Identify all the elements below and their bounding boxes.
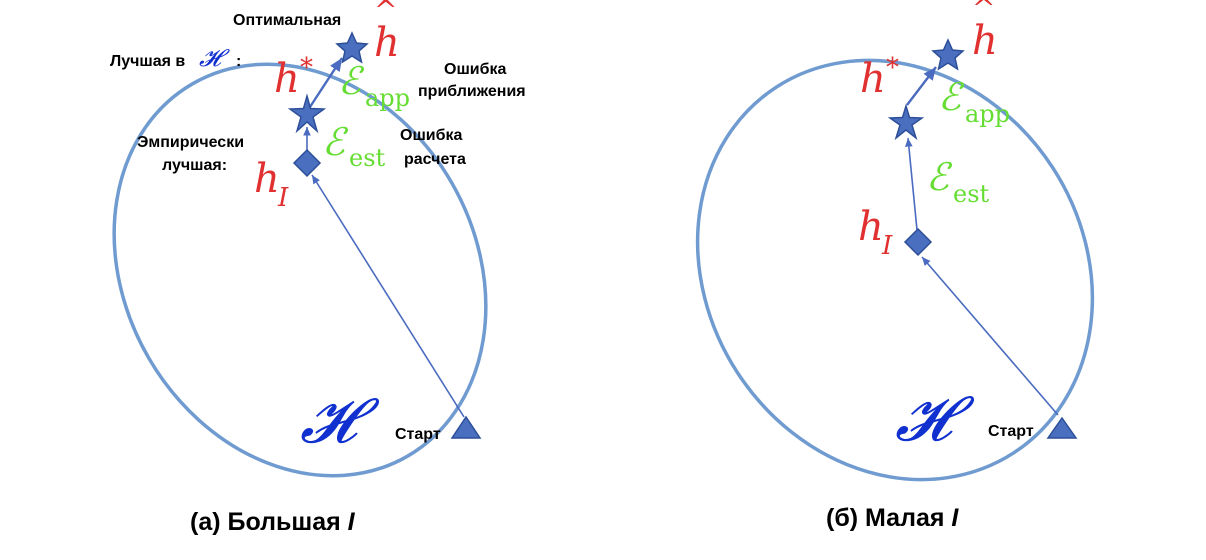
hypothesis-space-ellipse-a bbox=[112, 62, 488, 478]
empirical-label-2-a: лучшая: bbox=[162, 157, 227, 174]
best-in-h-symbol-a: 𝓗 bbox=[199, 44, 230, 72]
h-hat-a: h bbox=[374, 20, 400, 66]
h-hat-caret-b: ^ bbox=[972, 0, 995, 25]
e-est-a: ℰ bbox=[322, 120, 349, 164]
caption-b: (б) Малая I bbox=[826, 504, 959, 532]
est-error-label-2-a: расчета bbox=[404, 151, 466, 168]
est-error-label-1-a: Ошибка bbox=[400, 127, 463, 144]
caption-a: (а) Большая I bbox=[190, 508, 356, 536]
optimal-label-a: Оптимальная bbox=[233, 12, 341, 29]
h-hat-caret-a: ^ bbox=[374, 0, 397, 27]
approx-error-label-1-a: Ошибка bbox=[444, 61, 507, 78]
h-i-b: h bbox=[858, 204, 884, 250]
e-app-sub-a: app bbox=[365, 84, 410, 112]
h-star-b: h bbox=[860, 56, 886, 102]
h-i-a: h bbox=[254, 156, 280, 202]
path-start-to-hi-b bbox=[921, 256, 1059, 416]
h-i-sub-a: I bbox=[277, 183, 289, 213]
path-hstar-to-hhat-b bbox=[906, 66, 937, 106]
hypothesis-space-symbol-a: 𝓗 bbox=[300, 384, 380, 457]
hi-diamond-b bbox=[903, 227, 933, 257]
hstar-star-a bbox=[287, 93, 327, 134]
best-in-h-label-a: Лучшая в bbox=[110, 53, 185, 70]
e-est-sub-b: est bbox=[953, 180, 990, 208]
hhat-star-a bbox=[335, 31, 369, 64]
path-hi-to-hstar-b bbox=[905, 137, 918, 231]
start-label-a: Старт bbox=[395, 426, 441, 443]
h-star-a: h bbox=[274, 56, 300, 102]
approx-error-label-2-a: приближения bbox=[418, 83, 526, 100]
start-triangle-b bbox=[1046, 416, 1078, 439]
h-hat-b: h bbox=[972, 18, 998, 64]
panel-b: h ^ h * ℰ app ℰ est h I 𝓗 Старт (б) Мала… bbox=[695, 0, 1095, 532]
e-app-a: ℰ bbox=[338, 59, 365, 103]
h-i-sub-b: I bbox=[881, 231, 893, 261]
best-in-h-colon-a: : bbox=[236, 53, 241, 70]
start-triangle-a bbox=[450, 415, 482, 439]
path-start-to-hi-a bbox=[311, 174, 465, 418]
h-star-sup-b: * bbox=[886, 53, 899, 83]
e-est-sub-a: est bbox=[349, 144, 386, 172]
e-app-b: ℰ bbox=[938, 75, 965, 119]
panel-a: Оптимальная h ^ Лучшая в 𝓗 : h * ℰ app О… bbox=[110, 0, 526, 536]
hypothesis-space-symbol-b: 𝓗 bbox=[895, 382, 975, 455]
e-app-sub-b: app bbox=[965, 100, 1010, 128]
e-est-b: ℰ bbox=[926, 155, 953, 199]
hstar-star-b bbox=[887, 103, 925, 141]
hi-diamond-a bbox=[292, 148, 322, 178]
h-star-sup-a: * bbox=[300, 53, 313, 83]
hhat-star-b bbox=[931, 38, 965, 71]
empirical-label-1-a: Эмпирически bbox=[137, 134, 244, 151]
start-label-b: Старт bbox=[988, 423, 1034, 440]
hypothesis-space-ellipse-b bbox=[695, 58, 1095, 482]
path-hstar-to-hhat-a bbox=[306, 57, 344, 111]
